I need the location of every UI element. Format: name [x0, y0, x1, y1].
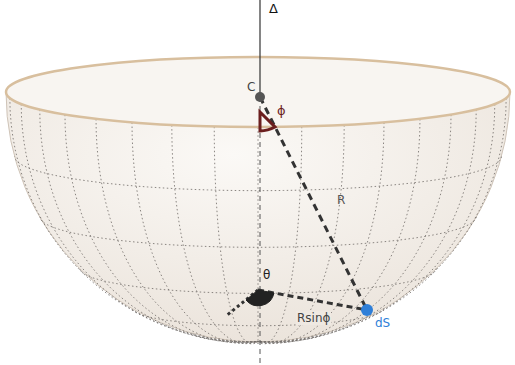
grid-line: [10, 98, 258, 341]
grid-line: [132, 123, 258, 344]
theta-angle-mark: [246, 290, 274, 306]
grid-line: [258, 119, 420, 343]
angle-label: θ: [262, 268, 271, 282]
angle-label: ϕ: [276, 104, 287, 118]
grid-line: [258, 123, 384, 344]
axis-solid: [259, 0, 260, 97]
grid-line: [258, 125, 344, 343]
grid-line: [258, 104, 495, 342]
surface-element-label: dS: [374, 316, 391, 330]
grid-line: [214, 127, 258, 344]
grid-line: [65, 115, 258, 343]
center-point: [255, 92, 265, 102]
grid-line: [258, 127, 259, 344]
grid-line: [258, 110, 476, 342]
grid-line: [258, 115, 451, 343]
grid-line: [40, 217, 476, 248]
grid-line: [172, 125, 258, 343]
rim-inner: [6, 57, 510, 127]
point-label: C: [246, 80, 256, 94]
grid-lines: [10, 98, 506, 344]
axis-label: Δ: [268, 2, 279, 16]
grid-line: [258, 98, 506, 341]
grid-line: [40, 110, 258, 342]
grid-line: [15, 157, 502, 191]
grid-line: [96, 119, 258, 343]
grid-line: [21, 104, 258, 342]
radius-label: R: [336, 193, 346, 207]
phi-angle-mark: [260, 112, 275, 131]
surface-element-dot: [361, 304, 373, 316]
length-label: Rsinϕ: [296, 311, 331, 325]
hemisphere-shell: [6, 92, 510, 342]
grid-line: [132, 308, 384, 326]
grid-line: [193, 333, 323, 342]
radius-line: [260, 97, 367, 310]
axis-dashed: [260, 97, 261, 365]
